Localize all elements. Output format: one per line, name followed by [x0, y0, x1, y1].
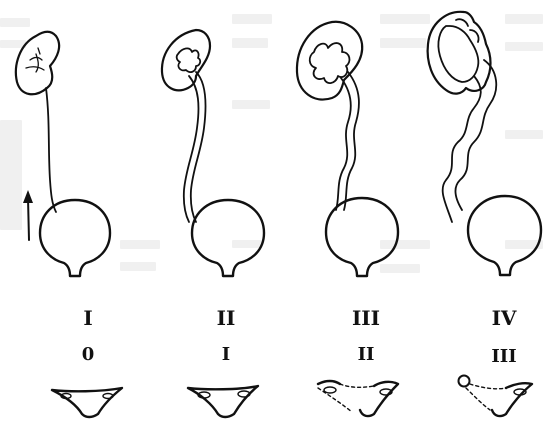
stage-3-illustration	[297, 22, 398, 276]
stage-2-kidney	[162, 30, 210, 90]
stage-2-illustration	[162, 30, 264, 276]
grade-label-2: II	[217, 306, 236, 330]
stage-1-calyces	[26, 48, 44, 72]
severity-label-1: 0	[82, 344, 95, 365]
severity-labels-row: 0 I II III	[82, 344, 517, 367]
stage-4-bladder	[468, 196, 541, 275]
stage-3-kidney	[297, 22, 362, 100]
stage-3-trigone	[318, 381, 398, 416]
stage-4-ureter-inner	[443, 76, 481, 222]
stage-4-calyces	[438, 26, 478, 82]
up-arrow-icon	[23, 190, 33, 240]
stage-2-trigone	[188, 386, 258, 417]
stage-3-ureter-inner	[336, 78, 351, 210]
severity-label-4: III	[491, 346, 516, 367]
stage-4-illustration	[428, 12, 541, 275]
stage-1-kidney	[16, 32, 59, 94]
grade-labels-row: I II III IV	[83, 306, 517, 330]
grade-label-1: I	[83, 306, 92, 330]
severity-label-3: II	[358, 344, 375, 365]
grade-label-4: IV	[492, 306, 517, 330]
severity-label-2: I	[222, 344, 230, 365]
stage-1-illustration	[16, 32, 110, 276]
stage-1-bladder	[40, 200, 110, 276]
stage-1-trigone	[52, 388, 122, 417]
open-orifice-icon	[459, 376, 470, 387]
grade-label-3: III	[352, 306, 380, 330]
stage-1-ureter	[46, 88, 56, 212]
stage-3-calyces	[310, 43, 350, 83]
stage-4-trigone	[459, 376, 533, 417]
stage-2-bladder	[192, 200, 264, 276]
stage-2-calyces	[177, 48, 200, 72]
